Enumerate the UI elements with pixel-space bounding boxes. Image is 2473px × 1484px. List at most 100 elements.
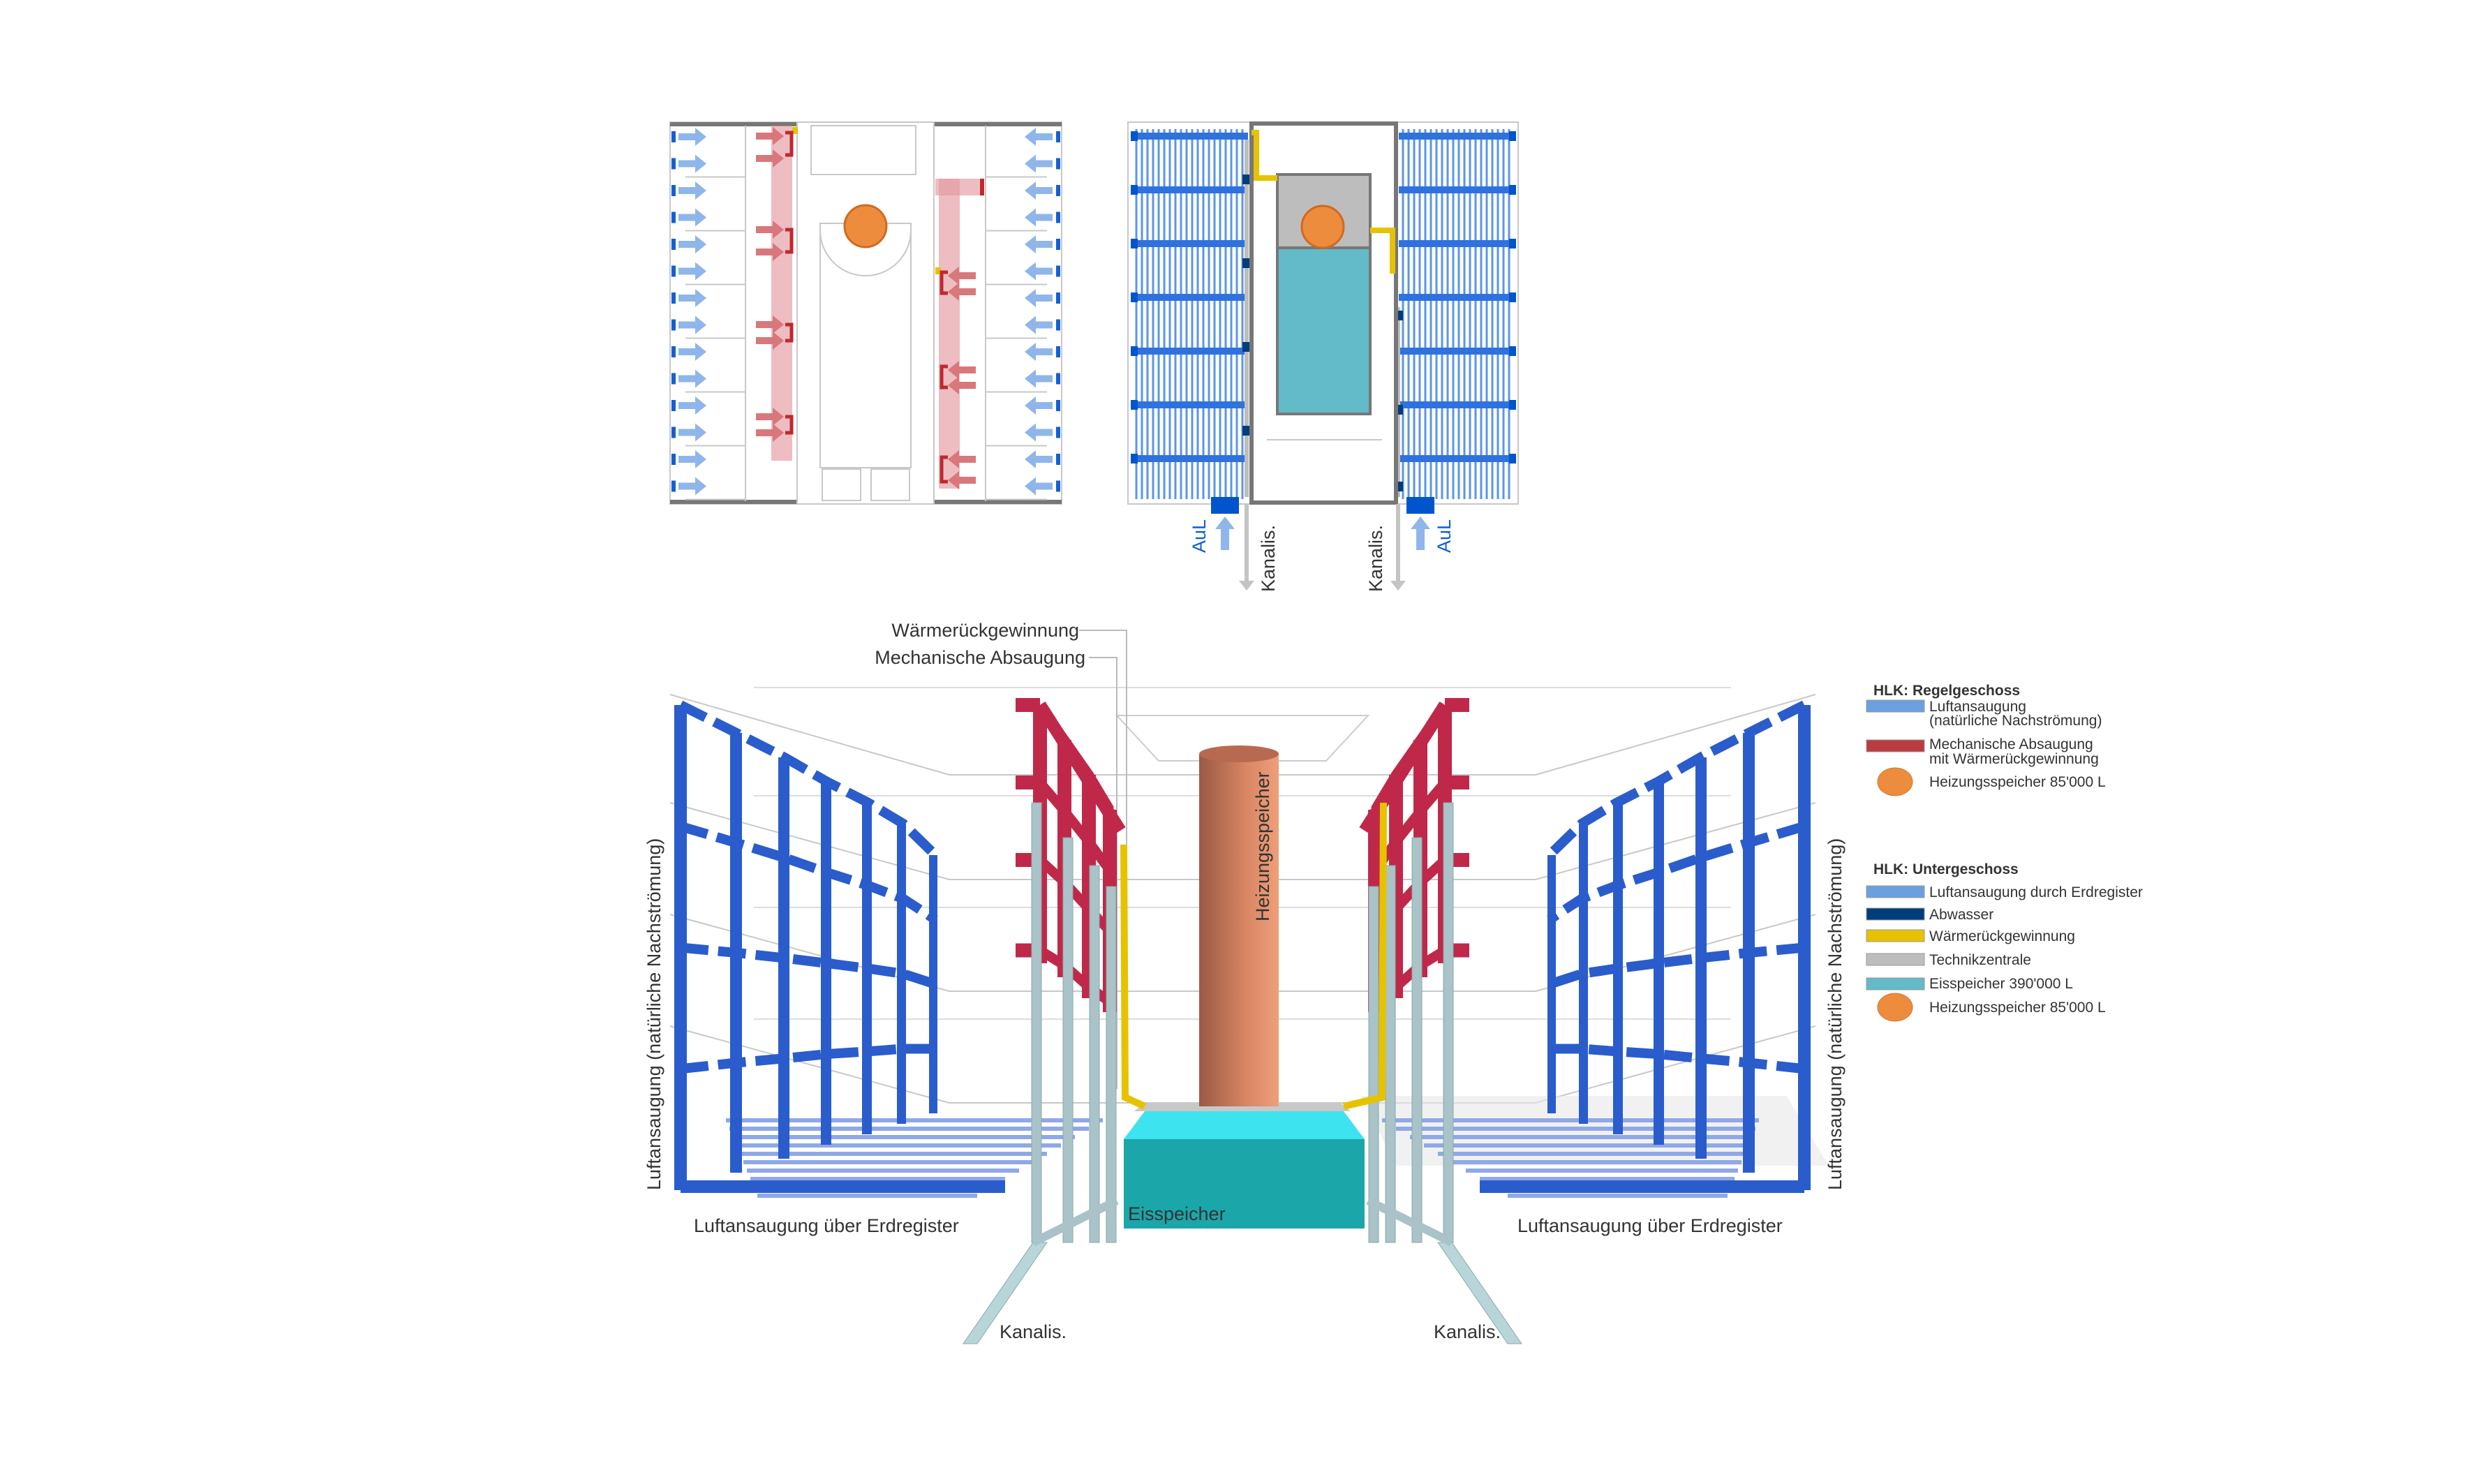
- air-intake-riser: [821, 782, 831, 1145]
- window-vent: [1056, 265, 1060, 277]
- ground-register-manifold: [1132, 294, 1248, 301]
- sewer-pipe: [1089, 865, 1100, 1243]
- legend-label: Mechanische Absaugung: [1929, 736, 2093, 752]
- sewer-arrow-icon: [1239, 504, 1254, 591]
- exhaust-arrow-icon: [948, 376, 976, 394]
- air-intake-box: [1211, 497, 1239, 514]
- window-vent: [671, 346, 676, 357]
- basement-plan: AuL Kanalis. Kanalis. AuL: [1127, 121, 1519, 592]
- intake-vent: [1509, 239, 1516, 248]
- right-wing-ducts: [1359, 698, 1811, 1344]
- exhaust-grille: [940, 364, 948, 389]
- exhaust-grille: [785, 131, 794, 157]
- air-intake-arrow-icon: [678, 128, 706, 146]
- air-intake-arrow-icon: [1025, 235, 1053, 253]
- heat-recovery-pipe: [1342, 802, 1387, 1110]
- air-intake-arrow-icon: [678, 477, 706, 496]
- legend-label: Technikzentrale: [1929, 952, 2031, 968]
- wastewater-node: [1242, 175, 1251, 184]
- sewer-line: [1245, 140, 1249, 497]
- exhaust-arrow-icon: [948, 471, 976, 489]
- stair: [822, 468, 861, 501]
- legend-swatch-ground-register: [1866, 885, 1925, 898]
- legend-heating-storage-icon: [1877, 767, 1913, 796]
- intake-vent: [1131, 185, 1138, 195]
- axonometric-view: Wärmerückgewinnung Mechanische Absaugung…: [644, 620, 1846, 1344]
- air-intake-arrow-icon: [1025, 477, 1053, 496]
- exhaust-inlet: [1016, 776, 1040, 789]
- intake-vent: [1131, 400, 1138, 410]
- legend-label: Luftansaugung durch Erdregister: [1929, 884, 2143, 900]
- wastewater-node: [1242, 258, 1251, 268]
- air-intake-arrow-icon: [1025, 369, 1053, 388]
- ground-register-manifold: [1399, 133, 1515, 140]
- ground-register-manifold: [1132, 133, 1248, 140]
- ground-register-manifold: [1399, 186, 1515, 193]
- sewer-pipe: [1385, 865, 1396, 1243]
- exhaust-arrow-icon: [756, 424, 784, 442]
- air-intake-arrow-icon: [678, 316, 706, 334]
- ground-register-manifold: [1399, 455, 1515, 462]
- spiral-stair: [819, 230, 912, 276]
- exhaust-arrow-icon: [756, 332, 784, 350]
- air-intake-riser: [862, 803, 872, 1134]
- legend-swatch-mech-exhaust: [1866, 739, 1925, 752]
- legend-label: Heizungsspeicher 85'000 L: [1929, 1000, 2106, 1016]
- sewer-pipe: [1368, 886, 1379, 1243]
- aul-label-right: AuL: [1434, 519, 1455, 553]
- window-vent: [671, 373, 676, 385]
- legend-label: Eisspeicher 390'000 L: [1929, 976, 2073, 992]
- ground-register-manifold: [1132, 240, 1248, 247]
- cylinder-top: [1199, 745, 1279, 762]
- atrium-outline: [1115, 715, 1370, 762]
- air-intake-label-left: Luftansaugung (natürliche Nachströmung): [644, 838, 664, 1190]
- window-vent: [671, 319, 676, 331]
- air-intake-arrow-icon: [678, 343, 706, 361]
- legend-swatch-wastewater: [1866, 907, 1925, 921]
- intake-vent: [1509, 400, 1516, 410]
- window-vent: [671, 400, 676, 411]
- window-vent: [1056, 400, 1060, 411]
- ground-register-manifold: [1132, 186, 1248, 193]
- intake-vent: [1131, 346, 1138, 356]
- window-vent: [1056, 346, 1060, 357]
- exhaust-arrow-icon: [948, 361, 976, 379]
- heating-storage-icon: [843, 204, 888, 248]
- air-intake-riser: [1798, 705, 1811, 1190]
- air-intake-arrow-icon: [678, 423, 706, 442]
- exhaust-arrow-icon: [948, 267, 976, 285]
- ground-register-manifold: [1132, 401, 1248, 408]
- window-vent: [671, 158, 676, 170]
- air-intake-label-right: Luftansaugung (natürliche Nachströmung): [1825, 838, 1846, 1190]
- air-intake-arrow-icon: [678, 396, 706, 415]
- legend-label: Luftansaugung: [1929, 699, 2026, 715]
- intake-vent: [1131, 239, 1138, 248]
- window-vent: [1056, 239, 1060, 250]
- intake-vent: [1131, 131, 1138, 141]
- exhaust-inlet: [1445, 698, 1469, 712]
- legend-swatch-ice-storage: [1866, 977, 1925, 990]
- exhaust-grille: [785, 322, 794, 343]
- exhaust-arrow-icon: [756, 127, 784, 145]
- window-vent: [1056, 480, 1060, 492]
- aul-label-left: AuL: [1189, 519, 1210, 553]
- stair: [870, 468, 910, 501]
- heat-recovery-connector: [935, 267, 941, 274]
- legend-label: mit Wärmerückgewinnung: [1929, 751, 2099, 767]
- legend-label: (natürliche Nachströmung): [1929, 713, 2102, 729]
- window-vent: [1056, 131, 1060, 142]
- ground-register-manifold: [1399, 348, 1515, 355]
- air-intake-riser: [778, 757, 789, 1159]
- ice-storage-top: [1124, 1111, 1365, 1139]
- air-intake-arrow-icon: [1025, 316, 1053, 334]
- air-intake-riser: [1654, 782, 1664, 1145]
- exhaust-duct: [935, 179, 984, 195]
- heat-recovery-pipe: [1252, 130, 1277, 181]
- legend-title-basement: HLK: Untergeschoss: [1873, 861, 2019, 877]
- ice-storage: [1276, 246, 1372, 415]
- legend-label: Abwasser: [1929, 907, 1993, 923]
- air-intake-box: [1406, 497, 1434, 514]
- air-intake-riser: [1743, 733, 1755, 1173]
- window-vent: [1056, 158, 1060, 170]
- ground-register-manifold: [1399, 240, 1515, 247]
